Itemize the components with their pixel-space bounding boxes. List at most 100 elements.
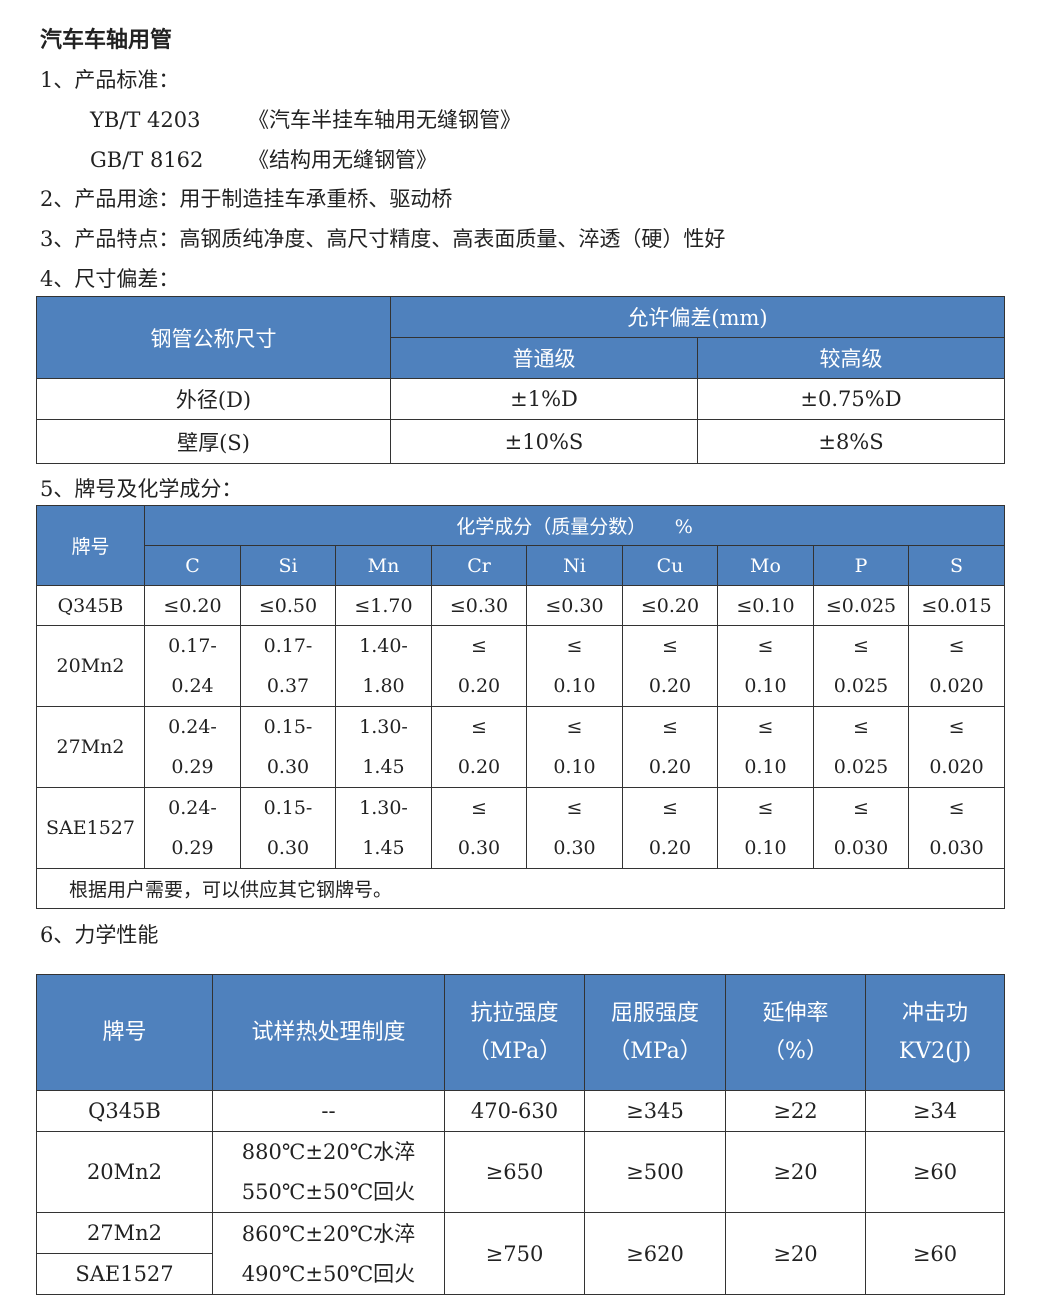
composition-cell: ≤0.020: [907, 706, 1006, 788]
composition-cell: ≤0.30: [431, 585, 527, 626]
element-header: P: [813, 545, 909, 586]
header-grade: 牌号: [36, 974, 213, 1091]
composition-cell: ≤0.015: [907, 585, 1006, 626]
element-header: Mo: [717, 545, 814, 586]
composition-cell: ≤1.70: [335, 585, 432, 626]
cell-normal: ±1%D: [390, 378, 698, 420]
composition-cell: ≤0.030: [813, 787, 909, 869]
cell-normal: ±10%S: [390, 419, 698, 464]
header-tensile: 抗拉强度（MPa）: [444, 974, 585, 1091]
grade-cell: 20Mn2: [36, 1131, 213, 1213]
tensile-cell: 470-630: [444, 1090, 585, 1132]
table-row: Q345B -- 470-630 ≥345 ≥22 ≥34: [36, 1090, 1005, 1132]
table-row: SAE1527: [36, 1253, 1005, 1295]
composition-cell: 0.17-0.37: [240, 625, 336, 707]
tensile-cell: ≥750: [444, 1212, 585, 1295]
yield-cell: ≥500: [584, 1131, 726, 1213]
grade-cell: 27Mn2: [36, 706, 145, 788]
yield-cell: ≥345: [584, 1090, 726, 1132]
composition-cell: ≤0.20: [622, 625, 718, 707]
mechanical-table: 牌号 试样热处理制度 抗拉强度（MPa） 屈服强度（MPa） 延伸率（%） 冲击…: [36, 974, 1005, 1295]
standard-code: YB/T 4203: [90, 108, 201, 132]
impact-cell: ≥60: [865, 1212, 1005, 1295]
header-elongation: 延伸率（%）: [725, 974, 866, 1091]
composition-cell: ≤0.20: [622, 706, 718, 788]
element-header: Cr: [431, 545, 527, 586]
composition-cell: ≤0.10: [717, 585, 814, 626]
composition-cell: ≤0.025: [813, 706, 909, 788]
composition-cell: 1.40-1.80: [335, 625, 432, 707]
composition-cell: 0.17-0.24: [144, 625, 241, 707]
composition-cell: ≤0.025: [813, 625, 909, 707]
grade-cell: SAE1527: [36, 787, 145, 869]
element-header: C: [144, 545, 241, 586]
grade-cell: 20Mn2: [36, 625, 145, 707]
composition-cell: ≤0.50: [240, 585, 336, 626]
composition-cell: 0.15-0.30: [240, 706, 336, 788]
element-header: Ni: [526, 545, 623, 586]
treatment-cell: --: [212, 1090, 445, 1132]
header-composition: 化学成分（质量分数） %: [143, 505, 1006, 546]
composition-cell: ≤0.20: [622, 787, 718, 869]
composition-cell: ≤0.10: [526, 706, 623, 788]
standard-name: 《结构用无缝钢管》: [248, 148, 437, 172]
cell-high: ±8%S: [697, 419, 1005, 464]
yield-cell: ≥620: [584, 1212, 726, 1295]
chemistry-note: 根据用户需要，可以供应其它钢牌号。: [35, 868, 1006, 909]
header-grade: 牌号: [36, 505, 145, 586]
elongation-cell: ≥20: [725, 1131, 866, 1213]
composition-cell: ≤0.030: [907, 787, 1006, 869]
header-high: 较高级: [697, 337, 1005, 379]
section-standard: 1、产品标准：: [40, 68, 180, 92]
composition-cell: ≤0.30: [526, 787, 623, 869]
composition-cell: ≤0.025: [813, 585, 909, 626]
impact-cell: ≥60: [865, 1131, 1005, 1213]
header-treatment: 试样热处理制度: [212, 974, 445, 1091]
composition-cell: ≤0.20: [622, 585, 718, 626]
grade-cell: SAE1527: [36, 1253, 213, 1295]
composition-cell: ≤0.10: [717, 625, 814, 707]
row-label: 外径(D): [36, 378, 391, 420]
composition-cell: 1.30-1.45: [335, 706, 432, 788]
composition-cell: 0.24-0.29: [144, 787, 241, 869]
composition-cell: ≤0.30: [431, 787, 527, 869]
tolerance-table: 钢管公称尺寸 允许偏差(mm) 普通级 较高级 外径(D) ±1%D ±0.75…: [36, 296, 1005, 464]
impact-cell: ≥34: [865, 1090, 1005, 1132]
header-tolerance: 允许偏差(mm): [390, 296, 1005, 338]
row-label: 壁厚(S): [36, 419, 391, 464]
composition-cell: ≤0.020: [907, 625, 1006, 707]
table-row: 外径(D) ±1%D ±0.75%D: [36, 378, 1005, 420]
standard-code: GB/T 8162: [90, 148, 204, 172]
element-header: Mn: [335, 545, 432, 586]
section-tolerance: 4、尺寸偏差：: [40, 267, 180, 291]
elongation-cell: ≥20: [725, 1212, 866, 1295]
section-usage: 2、产品用途：用于制造挂车承重桥、驱动桥: [40, 187, 453, 211]
header-normal: 普通级: [390, 337, 698, 379]
tensile-cell: ≥650: [444, 1131, 585, 1213]
header-yield: 屈服强度（MPa）: [584, 974, 726, 1091]
header-size: 钢管公称尺寸: [36, 296, 391, 379]
composition-cell: ≤0.10: [526, 625, 623, 707]
section-chemistry: 5、牌号及化学成分：: [40, 477, 243, 501]
section-mechanical: 6、力学性能: [40, 923, 159, 947]
page-title: 汽车车轴用管: [40, 28, 173, 53]
composition-cell: ≤0.30: [526, 585, 623, 626]
composition-cell: 1.30-1.45: [335, 787, 432, 869]
table-row: Q345B≤0.20≤0.50≤1.70≤0.30≤0.30≤0.20≤0.10…: [36, 585, 1006, 626]
composition-cell: ≤0.10: [717, 787, 814, 869]
grade-cell: 27Mn2: [36, 1212, 213, 1254]
composition-cell: ≤0.20: [431, 706, 527, 788]
element-header: Si: [240, 545, 336, 586]
section-features: 3、产品特点：高钢质纯净度、高尺寸精度、高表面质量、淬透（硬）性好: [40, 227, 726, 251]
composition-cell: 0.24-0.29: [144, 706, 241, 788]
element-header: Cu: [622, 545, 718, 586]
composition-cell: ≤0.20: [144, 585, 241, 626]
